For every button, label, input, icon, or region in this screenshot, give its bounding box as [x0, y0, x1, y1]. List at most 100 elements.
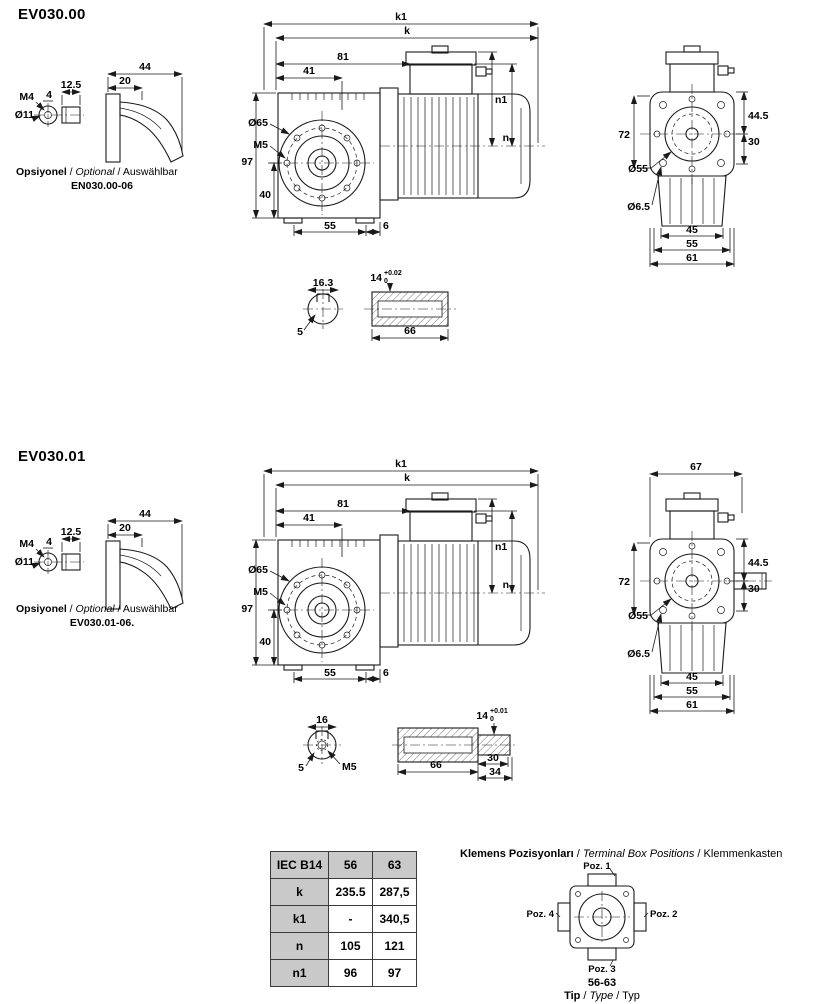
dim-label: Ø55 — [628, 610, 648, 622]
separator: / — [573, 848, 583, 860]
dim-label: 20 — [119, 75, 131, 87]
cell-k1-56: - — [328, 905, 373, 933]
tolerance-lower: 0 — [384, 278, 388, 285]
dim-label: 44 — [139, 508, 151, 520]
dim-label: Ø6.5 — [627, 201, 650, 213]
separator: / — [694, 848, 704, 860]
optional-note-line: Opsiyonel / Optional / Auswählbar — [16, 603, 188, 616]
optional-note-ev030-01: Opsiyonel / Optional / Auswählbar EV030.… — [16, 603, 188, 630]
heading-tr: Klemens Pozisyonları — [460, 848, 574, 860]
dim-label: n — [503, 579, 509, 591]
dim-label: 20 — [119, 522, 131, 534]
row-label-k: k — [270, 878, 329, 906]
dim-label: 45 — [686, 224, 698, 236]
table-row: k 235.5 287,5 — [270, 878, 417, 906]
type-tr: Tip — [564, 990, 581, 1002]
dim-label: 40 — [259, 636, 271, 648]
dim-label: 40 — [259, 189, 271, 201]
dim-label: 55 — [324, 667, 336, 679]
heading-de: Klemmenkasten — [703, 848, 783, 860]
dim-label: 61 — [686, 252, 698, 264]
dim-label: 44 — [139, 61, 151, 73]
dim-label: 55 — [686, 685, 698, 697]
dim-label: 67 — [690, 461, 702, 473]
dim-label: 34 — [489, 766, 501, 778]
cell-n-56: 105 — [328, 932, 373, 960]
dim-label: 30 — [487, 752, 499, 764]
ev030-01-accessory-drawing — [34, 521, 183, 609]
dim-label: 14 — [370, 272, 382, 284]
optional-code: EV030.01-06. — [69, 617, 135, 629]
table-row: n 105 121 — [270, 932, 417, 960]
dim-label: Ø6.5 — [627, 648, 650, 660]
table-header-63: 63 — [372, 851, 417, 879]
dim-label: M5 — [253, 139, 268, 151]
terminal-box-positions-diagram: Poz. 1 Poz. 2 Poz. 4 Poz. 3 — [527, 861, 678, 975]
dim-label: 4 — [46, 536, 52, 548]
type-de: Typ — [622, 990, 640, 1002]
dim-label: k1 — [395, 458, 407, 470]
terminal-position-4-label: Poz. 4 — [527, 909, 555, 920]
dim-label: 6 — [383, 667, 389, 679]
terminal-position-1-label: Poz. 1 — [583, 861, 611, 872]
dim-label: 16.3 — [313, 277, 334, 289]
optional-de: Auswählbar — [122, 166, 178, 178]
dim-label: 97 — [241, 156, 253, 168]
section-title-ev030-01: EV030.01 — [18, 448, 86, 465]
dim-label: 81 — [337, 51, 349, 63]
dim-label: 30 — [748, 136, 760, 148]
dim-label: k — [404, 472, 410, 484]
table-row: k1 - 340,5 — [270, 905, 417, 933]
tolerance-lower: 0 — [490, 716, 494, 723]
dim-label: 6 — [383, 220, 389, 232]
cell-n1-63: 97 — [372, 959, 417, 987]
dim-label: 55 — [324, 220, 336, 232]
separator: / — [613, 990, 623, 1002]
separator: / — [114, 603, 123, 615]
dim-label: 4 — [46, 89, 52, 101]
dim-label: Ø11 — [15, 109, 34, 121]
cell-n1-56: 96 — [328, 959, 373, 987]
dim-label: 55 — [686, 238, 698, 250]
ev030-00-shaft-detail — [303, 282, 456, 342]
dim-label: Ø55 — [628, 163, 648, 175]
optional-en: Optional — [75, 603, 115, 615]
table-header-iec-b14: IEC B14 — [270, 851, 329, 879]
ev030-01-side-view — [252, 471, 545, 683]
section-title-ev030-00: EV030.00 — [18, 6, 86, 23]
dim-label: 66 — [404, 325, 416, 337]
optional-tr: Opsiyonel — [16, 603, 67, 615]
dim-label: 12.5 — [61, 526, 82, 538]
dim-label: Ø11 — [15, 556, 34, 568]
row-label-k1: k1 — [270, 905, 329, 933]
dimension-table: IEC B14 56 63 k 235.5 287,5 k1 - 340,5 n… — [270, 851, 417, 987]
dim-label: 41 — [303, 65, 315, 77]
type-caption: Tip / Type / Typ — [540, 990, 664, 1002]
dim-label: n — [503, 132, 509, 144]
cell-k-56: 235.5 — [328, 878, 373, 906]
dim-label: 41 — [303, 512, 315, 524]
separator: / — [66, 166, 76, 178]
cell-k1-63: 340,5 — [372, 905, 417, 933]
ev030-00-dimension-labels: 12.5 4 M4 Ø11 44 20 k1 k 81 41 n1 n Ø65 … — [15, 11, 769, 338]
dim-label: M5 — [253, 586, 268, 598]
dim-label: k1 — [395, 11, 407, 23]
motor-size-range-label: 56-63 — [587, 977, 617, 989]
ev030-01-drawing: 12.5 4 M4 Ø11 44 20 k1 k 81 41 n1 n Ø65 … — [15, 458, 772, 782]
dim-label: 5 — [297, 326, 303, 338]
dim-label: 66 — [430, 759, 442, 771]
terminal-positions-heading: Klemens Pozisyonları / Terminal Box Posi… — [460, 848, 782, 860]
tolerance-upper: +0.01 — [490, 708, 508, 715]
dim-label: 45 — [686, 671, 698, 683]
dim-label: 14 — [476, 710, 488, 722]
optional-note-ev030-00: Opsiyonel / Optional / Auswählbar EN030.… — [16, 166, 188, 193]
table-header-56: 56 — [328, 851, 373, 879]
optional-note-line: Opsiyonel / Optional / Auswählbar — [16, 166, 188, 179]
dim-label: 81 — [337, 498, 349, 510]
table-header-row: IEC B14 56 63 — [270, 851, 417, 879]
row-label-n1: n1 — [270, 959, 329, 987]
dim-label: Ø65 — [248, 117, 268, 129]
dim-label: 12.5 — [61, 79, 82, 91]
separator: / — [66, 603, 76, 615]
